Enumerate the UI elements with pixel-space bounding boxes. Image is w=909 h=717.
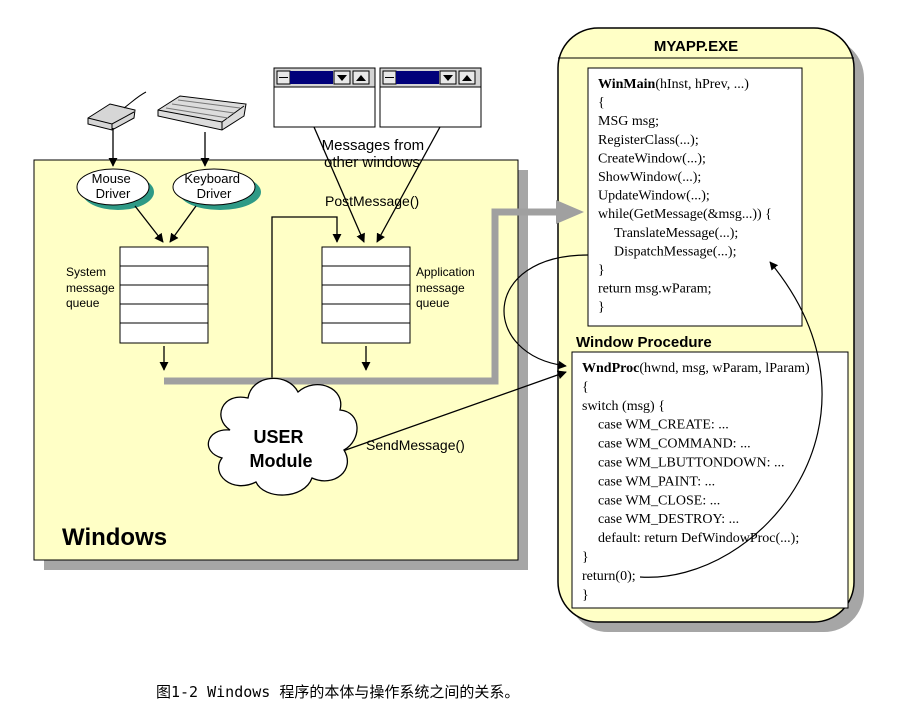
wndproc-line: } (582, 588, 589, 603)
winmain-line: WinMain(hInst, hPrev, ...) (598, 77, 749, 92)
winmain-line: } (598, 263, 605, 278)
application-message-queue (321, 246, 411, 344)
mouse-icon (87, 91, 147, 131)
wndproc-line: switch (msg) { (582, 399, 665, 414)
wndproc-box (571, 351, 849, 609)
svg-text:USER Module: USER Module (250, 427, 313, 471)
callback-arrows (503, 254, 823, 578)
application-queue-label: Application message queue (416, 265, 478, 310)
winmain-line: TranslateMessage(...); (614, 226, 738, 241)
winmain-code: WinMain(hInst, hPrev, ...) { MSG msg; Regis… (598, 77, 772, 315)
windows-label: Windows (62, 524, 167, 551)
other-window-2 (379, 67, 482, 128)
system-queue-label: System message queue (66, 265, 118, 310)
user-module: USER Module (207, 377, 358, 496)
winmain-line: MSG msg; (598, 114, 659, 129)
winmain-line: return msg.wParam; (598, 282, 712, 297)
mouse-driver: Mouse Driver (76, 168, 154, 210)
keyboard-icon (157, 95, 247, 131)
wndproc-line: case WM_DESTROY: ... (598, 512, 739, 527)
winmain-box (587, 67, 803, 327)
svg-text:Keyboard Driver: Keyboard Driver (184, 171, 243, 201)
keyboard-driver: Keyboard Driver (172, 168, 261, 210)
wndproc-line: WndProc(hwnd, msg, wParam, lParam) (582, 361, 810, 376)
wndproc-line: case WM_COMMAND: ... (598, 437, 751, 452)
flow-arrows (108, 126, 567, 453)
wndproc-line: case WM_CLOSE: ... (598, 493, 720, 508)
winmain-line: } (598, 300, 605, 315)
winmain-line: { (598, 96, 605, 111)
wndproc-line: case WM_LBUTTONDOWN: ... (598, 456, 785, 471)
windows-panel (33, 159, 528, 570)
winmain-line: CreateWindow(...); (598, 151, 706, 166)
send-message-label: SendMessage() (366, 437, 465, 453)
winmain-line: UpdateWindow(...); (598, 189, 710, 204)
myapp-title: MYAPP.EXE (654, 38, 738, 55)
post-message-label: PostMessage() (325, 193, 419, 209)
wndproc-line: return(0); (582, 569, 636, 584)
system-message-queue (119, 246, 209, 344)
wndproc-line: { (582, 380, 589, 395)
wndproc-line: case WM_CREATE: ... (598, 418, 729, 433)
winmain-line: while(GetMessage(&msg...)) { (598, 207, 772, 222)
wndproc-line: default: return DefWindowProc(...); (598, 531, 799, 546)
other-window-1 (273, 67, 376, 128)
winmain-line: RegisterClass(...); (598, 133, 699, 148)
figure-caption: 图1-2 Windows 程序的本体与操作系统之间的关系。 (156, 683, 519, 701)
winmain-line: DispatchMessage(...); (614, 244, 736, 259)
wndproc-line: case WM_PAINT: ... (598, 474, 715, 489)
wndproc-title: Window Procedure (576, 334, 712, 351)
svg-text:Mouse Driver: Mouse Driver (92, 171, 135, 201)
messages-from-label: Messages from other windows (322, 137, 429, 171)
wndproc-code: WndProc(hwnd, msg, wParam, lParam) { switc… (582, 361, 810, 603)
wndproc-line: } (582, 550, 589, 565)
winmain-line: ShowWindow(...); (598, 170, 701, 185)
dispatch-arrow (164, 200, 584, 385)
